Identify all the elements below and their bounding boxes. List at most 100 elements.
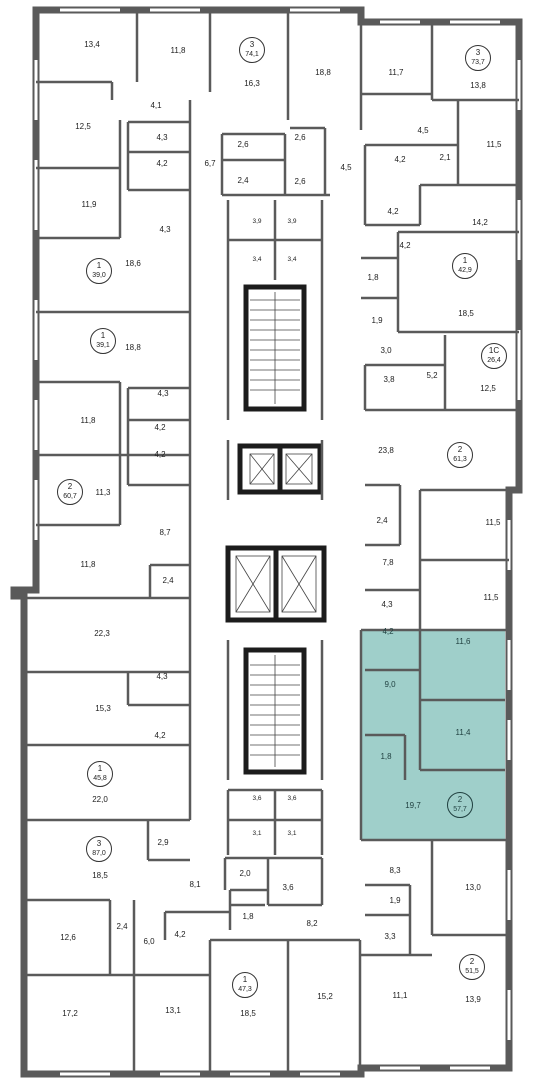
apartment-total-area: 60,7 — [63, 493, 77, 500]
room-area-label: 23,8 — [378, 446, 394, 455]
room-area-label: 4,5 — [340, 163, 352, 172]
apartment-room-count: 2 — [469, 957, 475, 966]
apartment-total-area: 61,3 — [453, 456, 467, 463]
small-room-area-label: 3,1 — [287, 829, 297, 837]
room-area-label: 4,2 — [394, 155, 406, 164]
room-area-label: 11,1 — [392, 991, 408, 1000]
room-area-label: 13,4 — [84, 40, 100, 49]
room-area-label: 4,2 — [387, 207, 399, 216]
room-area-label: 2,4 — [237, 176, 249, 185]
room-area-label: 12,5 — [75, 122, 91, 131]
room-area-label: 13,1 — [165, 1006, 181, 1015]
room-area-label: 19,7 — [405, 801, 421, 810]
room-area-label: 2,6 — [237, 140, 249, 149]
window-marks — [12, 8, 521, 1076]
apartment-room-count: 2 — [67, 482, 73, 491]
room-area-label: 2,4 — [116, 922, 128, 931]
room-area-label: 3,8 — [383, 375, 395, 384]
room-area-label: 18,8 — [315, 68, 331, 77]
outer-walls — [10, 6, 523, 1078]
room-area-label: 11,9 — [81, 200, 97, 209]
apartment-room-count: 2 — [457, 445, 463, 454]
apartment-total-area: 47,3 — [238, 986, 252, 993]
small-room-area-label: 3,1 — [252, 829, 262, 837]
building-core — [225, 284, 327, 775]
room-area-label: 13,9 — [465, 995, 481, 1004]
room-area-label: 3,3 — [384, 932, 396, 941]
apartment-room-count: 3 — [475, 48, 481, 57]
apartment-total-area: 39,1 — [96, 342, 110, 349]
room-area-label: 11,7 — [388, 68, 404, 77]
room-area-label: 13,0 — [465, 883, 481, 892]
room-area-label: 2,0 — [239, 869, 251, 878]
corridor-walls — [226, 280, 324, 780]
room-area-label: 11,5 — [483, 593, 499, 602]
apartment-total-area: 73,7 — [471, 59, 485, 66]
room-area-label: 4,2 — [399, 241, 411, 250]
room-area-label: 8,7 — [159, 528, 171, 537]
room-area-label: 3,6 — [282, 883, 294, 892]
room-area-label: 11,8 — [80, 416, 96, 425]
small-room-area-label: 3,4 — [252, 255, 262, 263]
room-area-label: 13,8 — [470, 81, 486, 90]
room-area-label: 4,2 — [382, 627, 394, 636]
room-area-label: 22,0 — [92, 795, 108, 804]
room-area-label: 4,2 — [154, 450, 166, 459]
apartment-total-area: 51,5 — [465, 968, 479, 975]
room-area-label: 11,5 — [485, 518, 501, 527]
room-area-label: 11,4 — [455, 728, 471, 737]
stairs — [250, 292, 300, 767]
small-room-area-label: 3,4 — [287, 255, 297, 263]
highlighted-apartment-area[interactable] — [361, 630, 505, 840]
room-area-label: 11,8 — [80, 560, 96, 569]
apartment-total-area: 87,0 — [92, 850, 106, 857]
apartment-total-area: 42,9 — [458, 267, 472, 274]
room-area-label: 2,6 — [294, 177, 306, 186]
room-area-label: 11,5 — [486, 140, 502, 149]
room-area-label: 12,6 — [60, 933, 76, 942]
room-area-label: 9,0 — [384, 680, 396, 689]
room-area-label: 6,7 — [204, 159, 216, 168]
elevator-shafts — [235, 453, 317, 613]
room-area-label: 6,0 — [143, 937, 155, 946]
room-area-label: 11,6 — [455, 637, 471, 646]
room-area-label: 4,3 — [156, 133, 168, 142]
apartment-total-area: 39,0 — [92, 272, 106, 279]
room-area-label: 1,9 — [389, 896, 401, 905]
room-area-label: 4,2 — [154, 423, 166, 432]
small-room-area-label: 3,6 — [287, 794, 297, 802]
room-area-label: 22,3 — [94, 629, 110, 638]
apartment-total-area: 45,8 — [93, 775, 107, 782]
room-area-label: 15,3 — [95, 704, 111, 713]
room-area-label: 18,5 — [240, 1009, 256, 1018]
room-area-label: 2,1 — [439, 153, 451, 162]
room-area-label: 2,4 — [376, 516, 388, 525]
room-area-label: 18,6 — [125, 259, 141, 268]
room-area-label: 4,2 — [154, 731, 166, 740]
small-room-area-label: 3,9 — [287, 217, 297, 225]
room-area-label: 12,5 — [480, 384, 496, 393]
room-area-label: 8,2 — [306, 919, 318, 928]
small-room-area-label: 3,6 — [252, 794, 262, 802]
room-area-label: 11,3 — [95, 488, 111, 497]
small-room-area-label: 3,9 — [252, 217, 262, 225]
apartment-room-count: 3 — [249, 40, 255, 49]
apartment-total-area: 26,4 — [487, 357, 501, 364]
room-area-label: 2,6 — [294, 133, 306, 142]
room-area-label: 8,1 — [189, 880, 201, 889]
apartment-total-area: 57,7 — [453, 806, 467, 813]
room-area-label: 8,3 — [389, 866, 401, 875]
